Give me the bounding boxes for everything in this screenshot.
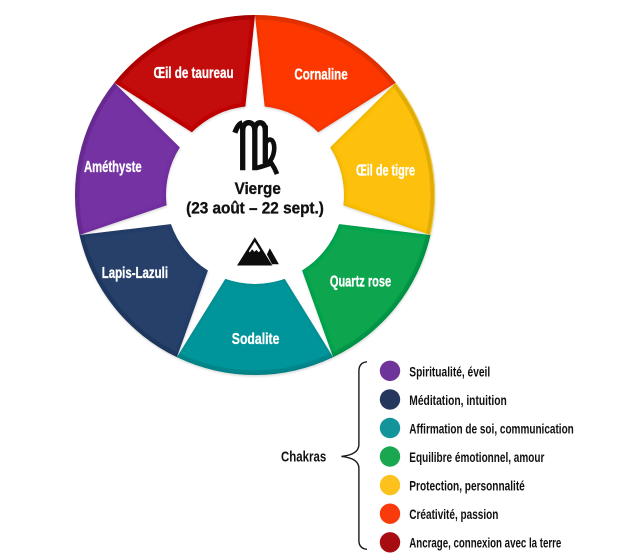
svg-text:Cornaline: Cornaline xyxy=(294,67,347,84)
svg-text:Equilibre émotionnel, amour: Equilibre émotionnel, amour xyxy=(409,449,544,465)
svg-text:Œil de tigre: Œil de tigre xyxy=(356,163,415,180)
svg-text:Spiritualité, éveil: Spiritualité, éveil xyxy=(409,363,490,379)
svg-text:Sodalite: Sodalite xyxy=(232,331,280,348)
svg-text:Méditation, intuition: Méditation, intuition xyxy=(409,392,507,408)
svg-text:Œil de taureau: Œil de taureau xyxy=(153,65,233,82)
svg-text:Ancrage, connexion avec la ter: Ancrage, connexion avec la terre xyxy=(409,534,561,550)
svg-text:Améthyste: Améthyste xyxy=(84,159,142,176)
svg-text:Vierge: Vierge xyxy=(235,179,281,198)
svg-text:Lapis-Lazuli: Lapis-Lazuli xyxy=(102,265,168,282)
svg-text:Quartz rose: Quartz rose xyxy=(330,273,391,290)
svg-text:(23 août – 22 sept.): (23 août – 22 sept.) xyxy=(186,199,324,218)
svg-text:Protection, personnalité: Protection, personnalité xyxy=(409,477,525,493)
svg-text:Créativité, passion: Créativité, passion xyxy=(409,506,498,522)
svg-text:Affirmation de soi, communicat: Affirmation de soi, communication xyxy=(409,420,574,436)
svg-text:Chakras: Chakras xyxy=(281,449,326,466)
